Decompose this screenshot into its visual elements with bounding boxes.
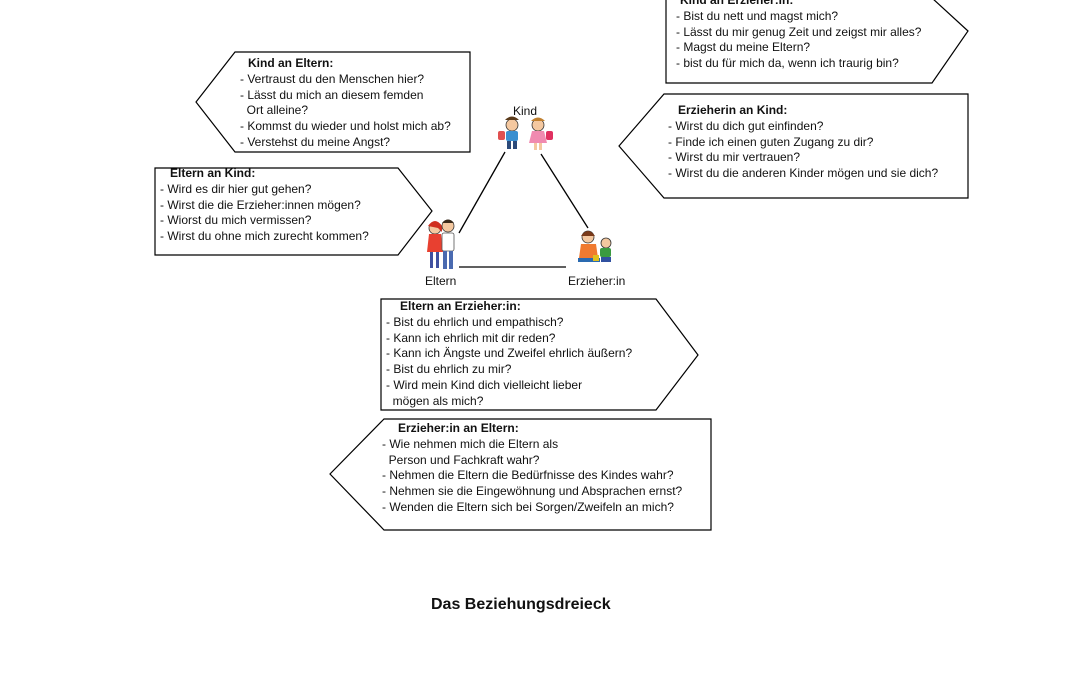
box-eltern-an-erzieher-shape [380, 298, 699, 411]
triangle-edge-kind-erzieher [540, 153, 589, 229]
diagram-caption: Das Beziehungsdreieck [431, 596, 611, 613]
box-heading: Eltern an Kind: [170, 166, 256, 180]
box-line: Ort alleine? [240, 103, 309, 118]
box-line: - Wirst du ohne mich zurecht kommen? [160, 229, 369, 244]
node-label-kind: Kind [513, 104, 538, 118]
box-line: - Magst du meine Eltern? [676, 40, 811, 55]
box-line: Person und Fachkraft wahr? [382, 452, 540, 467]
box-heading: Erzieherin an Kind: [678, 103, 788, 117]
node-label-erzieher: Erzieher:in [568, 274, 626, 288]
box-line: - Lässt du mir genug Zeit und zeigst mir… [676, 24, 922, 39]
box-line: - Wiorst du mich vermissen? [160, 213, 312, 228]
node-label-eltern: Eltern [425, 274, 457, 288]
box-line: - Bist du nett und magst mich? [676, 8, 839, 23]
box-erzieherin-an-kind: Erzieherin an Kind: - Wirst du dich gut … [668, 103, 938, 182]
box-eltern-an-kind: Eltern an Kind: - Wird es dir hier gut g… [160, 166, 369, 245]
box-line: - Bist du ehrlich zu mir? [386, 362, 512, 377]
box-heading: Eltern an Erzieher:in: [400, 299, 521, 313]
box-erzieherin-an-kind-shape [618, 93, 969, 199]
box-line: - Wirst die die Erzieher:innen mögen? [160, 197, 361, 212]
triangle-edge-kind-eltern [458, 151, 506, 234]
box-kind-an-erzieher-shape [665, 0, 969, 84]
box-kind-an-eltern: Kind an Eltern: - Vertraust du den Mensc… [240, 56, 451, 151]
box-line: - Bist du ehrlich und empathisch? [386, 314, 564, 329]
box-line: - Kommst du wieder und holst mich ab? [240, 119, 451, 134]
box-line: - bist du für mich da, wenn ich traurig … [676, 56, 899, 71]
box-line: - Lässt du mich an diesem femden [240, 87, 424, 102]
box-heading: Kind an Erzieher:in: [680, 0, 794, 7]
box-line: - Verstehst du meine Angst? [240, 134, 391, 149]
box-line: - Nehmen sie die Eingewöhnung und Abspra… [382, 484, 683, 499]
box-heading: Erzieher:in an Eltern: [398, 421, 519, 435]
box-line: - Nehmen die Eltern die Bedürfnisse des … [382, 468, 674, 483]
box-line: - Wenden die Eltern sich bei Sorgen/Zwei… [382, 499, 674, 514]
box-line: - Wirst du dich gut einfinden? [668, 118, 824, 133]
box-heading: Kind an Eltern: [248, 56, 334, 70]
caregiver-with-child-icon [578, 230, 612, 262]
box-erzieher-an-eltern-shape [329, 418, 712, 531]
box-line: - Wird es dir hier gut gehen? [160, 181, 312, 196]
box-line: - Vertraust du den Menschen hier? [240, 71, 425, 86]
box-eltern-an-erzieher: Eltern an Erzieher:in: - Bist du ehrlich… [386, 299, 632, 410]
children-pair-icon [498, 116, 553, 150]
box-line: - Kann ich Ängste und Zweifel ehrlich äu… [386, 346, 633, 361]
box-line: - Kann ich ehrlich mit dir reden? [386, 330, 556, 345]
parents-couple-icon [427, 219, 455, 269]
box-erzieher-an-eltern: Erzieher:in an Eltern: - Wie nehmen mich… [382, 421, 682, 516]
box-line: mögen als mich? [386, 393, 484, 408]
box-line: - Wie nehmen mich die Eltern als [382, 436, 559, 451]
box-line: - Wirst du mir vertrauen? [668, 150, 801, 165]
box-eltern-an-kind-shape [154, 167, 433, 256]
box-line: - Wird mein Kind dich vielleicht lieber [386, 377, 583, 392]
box-kind-an-eltern-shape [195, 51, 471, 153]
box-line: - Wirst du die anderen Kinder mögen und … [668, 166, 939, 181]
box-line: - Finde ich einen guten Zugang zu dir? [668, 134, 874, 149]
box-kind-an-erzieher: Kind an Erzieher:in: - Bist du nett und … [676, 0, 921, 72]
